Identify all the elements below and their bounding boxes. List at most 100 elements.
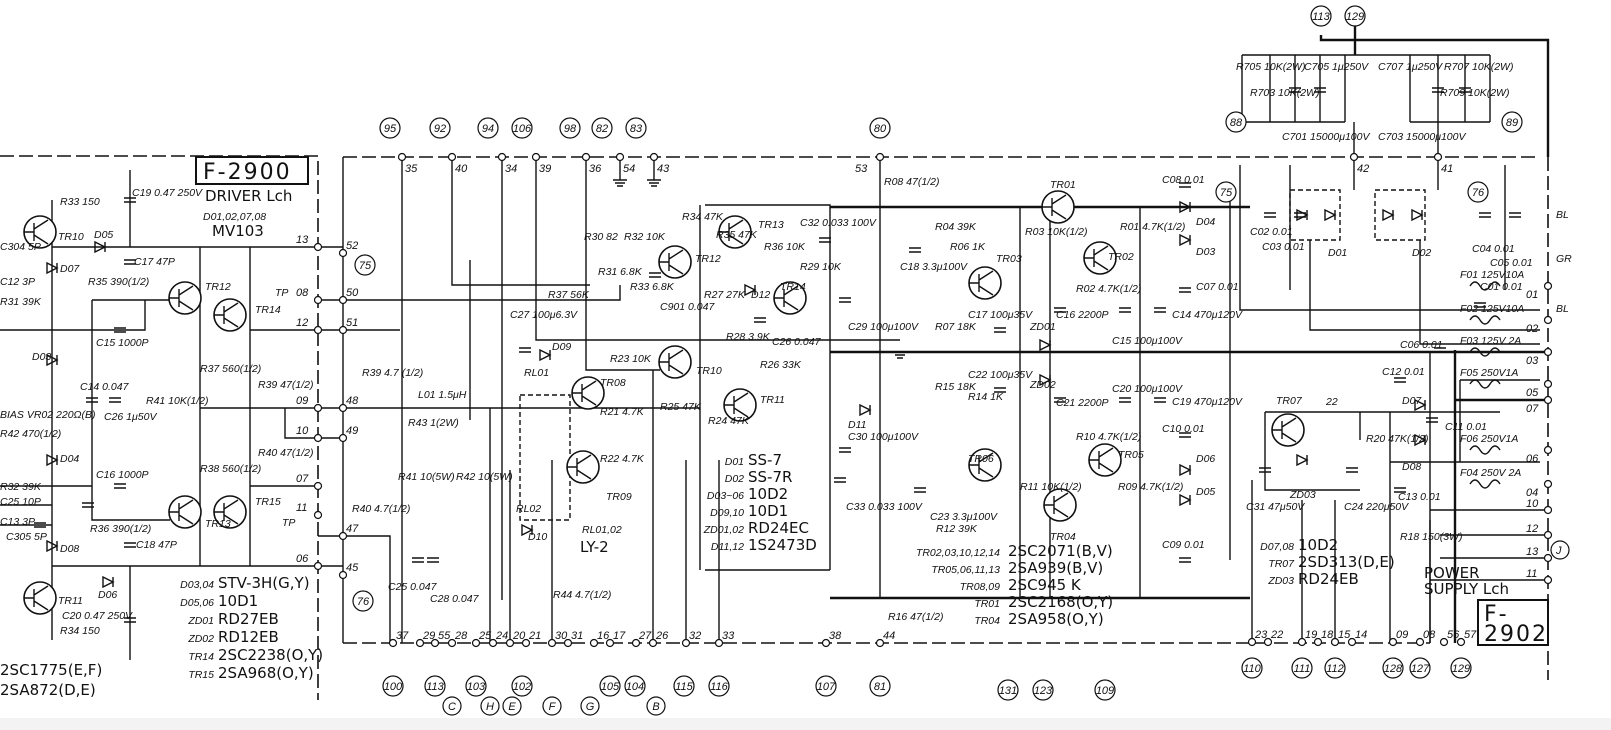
terminal-number: 38 [829,630,842,642]
component-label: C08 0.01 [1162,174,1205,186]
node-bubble[interactable] [1094,679,1116,701]
part-ref: D09,10 [710,507,744,519]
terminal-number: 16 [597,630,610,642]
capacitor-icon [1434,347,1446,353]
node-bubble-label: 98 [564,123,577,135]
terminal-number: 15 [1338,629,1351,641]
node-bubble[interactable] [1501,111,1523,133]
component-label: D06 [1196,453,1215,465]
node-bubble[interactable] [1215,181,1237,203]
fuse-label: F04 250V 2A [1460,467,1521,479]
component-label: L01 1.5μH [418,389,467,401]
capacitor-icon [124,617,136,623]
node-bubble[interactable] [352,590,374,612]
node-bubble[interactable] [708,675,730,697]
node-bubble[interactable] [599,675,621,697]
driver-title: DRIVER Lch [205,187,292,205]
component-label: R37 560(1/2) [200,363,261,375]
node-bubble[interactable] [1310,5,1332,27]
part-number: 2SC1775(E,F) [0,661,102,679]
terminal-number: 06 [296,553,309,565]
node-bubble-label: 112 [1326,663,1344,675]
terminal-number: 28 [454,630,468,642]
capacitor-icon [1426,417,1438,423]
node-bubble[interactable] [1450,657,1472,679]
node-bubble[interactable] [815,675,837,697]
node-bubble[interactable] [997,679,1019,701]
node-bubble[interactable] [591,117,613,139]
capacitor-icon [1294,212,1306,218]
node-bubble[interactable] [424,675,446,697]
part-number: 2SA968(O,Y) [218,664,314,682]
node-bubble[interactable] [379,117,401,139]
node-bubble[interactable] [625,117,647,139]
connector-bubble[interactable] [580,696,600,716]
relay-part: LY-2 [580,538,609,556]
node-bubble[interactable] [1291,657,1313,679]
node-bubble[interactable] [1032,679,1054,701]
part-ref: D03,04 [180,579,214,591]
terminal-number: 14 [1355,629,1367,641]
component-label: D01 [1328,247,1347,259]
component-label: R34 47K [682,211,724,223]
connector-bubble[interactable] [646,696,666,716]
node-bubble[interactable] [1409,657,1431,679]
node-bubble[interactable] [1344,5,1366,27]
node-bubble[interactable] [477,117,499,139]
part-ref: ZD03 [1267,575,1294,587]
capacitor-icon [124,542,136,548]
terminal-node [1543,281,1553,291]
node-bubble[interactable] [1382,657,1404,679]
node-bubble[interactable] [1467,181,1489,203]
component-label: C13 0.01 [1398,491,1441,503]
component-label: C25 10P [0,496,41,508]
node-bubble[interactable] [869,117,891,139]
connector-bubble[interactable] [480,696,500,716]
terminal-number: 18 [1321,629,1334,641]
terminal-node [589,638,599,648]
node-bubble[interactable] [1225,111,1247,133]
node-bubble[interactable] [429,117,451,139]
jack-label: J [1555,545,1562,557]
component-label: C901 0.047 [660,301,715,313]
terminal-number: 11 [296,502,307,514]
terminal-number: 41 [1441,163,1453,175]
component-label: TR12 [695,253,721,265]
node-bubble[interactable] [1324,657,1346,679]
node-bubble[interactable] [1241,657,1263,679]
terminal-number: 10 [296,425,309,437]
component-label: D08 [1402,461,1421,473]
node-bubble[interactable] [511,117,533,139]
component-label: R36 390(1/2) [90,523,151,535]
terminal-node [649,152,659,162]
component-label: TR15 [255,496,281,508]
component-label: C31 47μ50V [1246,501,1305,513]
capacitor-icon [1119,307,1131,313]
node-bubble[interactable] [511,675,533,697]
connector-bubble[interactable] [542,696,562,716]
component-label: C11 0.01 [1445,421,1487,433]
node-bubble[interactable] [559,117,581,139]
terminal-number: 10 [1526,498,1539,510]
node-bubble[interactable] [673,675,695,697]
node-bubble[interactable] [354,254,376,276]
node-bubble[interactable] [869,675,891,697]
part-ref: ZD01,02 [703,524,744,536]
diode-icon [1179,233,1192,247]
component-label: TR09 [606,491,632,503]
connector-bubble[interactable] [442,696,462,716]
node-bubble[interactable] [382,675,404,697]
component-label: R24 47K [708,415,750,427]
node-bubble[interactable] [465,675,487,697]
terminal-number: 52 [346,240,358,252]
connector-bubble[interactable] [502,696,522,716]
node-bubble[interactable] [624,675,646,697]
connector-bubble-label: E [508,701,516,713]
part-number: 2SC2168(O,Y) [1008,593,1113,611]
terminal-number: 43 [657,163,670,175]
terminal-number: 09 [1396,629,1408,641]
terminal-number: 26 [655,630,669,642]
terminal-number: 11 [1526,568,1537,580]
terminal-node [1247,637,1257,647]
